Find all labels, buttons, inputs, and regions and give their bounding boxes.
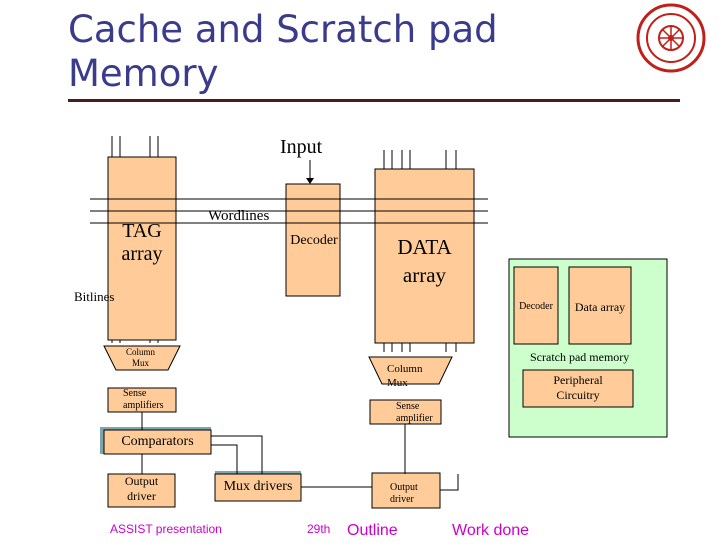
work-done-link[interactable]: Work done (452, 522, 530, 539)
title-underline (68, 99, 680, 102)
sense-amp-right (369, 399, 442, 425)
outline-link[interactable]: Outline (347, 522, 398, 539)
decoder-box (285, 183, 341, 297)
input-label: Input (280, 136, 323, 158)
scratch-pad-label: Scratch pad memory (530, 350, 630, 364)
spm-decoder-box (513, 266, 559, 345)
institute-logo (636, 3, 706, 73)
output-driver-right (371, 472, 441, 509)
output-driver-left (107, 473, 176, 508)
mux-drivers-box (214, 473, 302, 502)
footer-presentation: ASSIST presentation (110, 522, 222, 536)
wiring (141, 412, 459, 491)
spm-data-array-box (568, 266, 632, 345)
sense-amp-left (107, 387, 177, 413)
footer-date: 29th (307, 522, 331, 536)
spm-decoder-label: Decoder (519, 301, 553, 312)
title-line-1: Cache and Scratch pad (68, 8, 498, 51)
comparators-label: Comparators (121, 434, 194, 449)
column-mux-left (103, 345, 181, 371)
title-line-2: Memory (68, 52, 219, 95)
bitlines-label: Bitlines (74, 289, 115, 304)
tag-array (107, 156, 177, 341)
wordlines-label: Wordlines (208, 208, 270, 224)
peripheral-box (522, 369, 634, 408)
wordlines (90, 198, 488, 224)
mux-drivers-label: Mux drivers (223, 479, 293, 494)
column-mux-right (368, 356, 453, 385)
slide-title: Cache and Scratch pad Memory (68, 8, 628, 96)
comparators-box (103, 429, 212, 455)
data-array (374, 168, 475, 344)
decoder-label: Decoder (290, 233, 338, 248)
spm-data-array-label: Data array (574, 300, 626, 314)
